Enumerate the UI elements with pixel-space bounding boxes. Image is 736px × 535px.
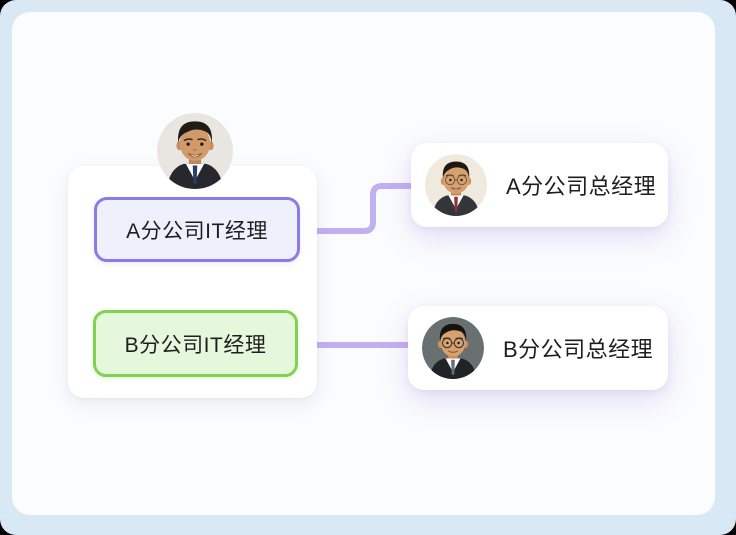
card-a-label: A分公司总经理 xyxy=(506,174,657,199)
card-b-branch-general-manager[interactable]: B分公司总经理 xyxy=(408,306,668,390)
b-general-manager-avatar-icon xyxy=(422,317,484,379)
a-general-manager-avatar-icon xyxy=(425,154,487,216)
node-b-branch-it-manager[interactable]: B分公司IT经理 xyxy=(93,310,298,377)
card-b-label: B分公司总经理 xyxy=(503,337,654,362)
node-b-label: B分公司IT经理 xyxy=(124,333,267,357)
it-manager-avatar-icon xyxy=(157,113,233,189)
card-a-branch-general-manager[interactable]: A分公司总经理 xyxy=(411,143,668,227)
node-a-label: A分公司IT经理 xyxy=(126,219,268,243)
node-a-branch-it-manager[interactable]: A分公司IT经理 xyxy=(94,197,300,262)
